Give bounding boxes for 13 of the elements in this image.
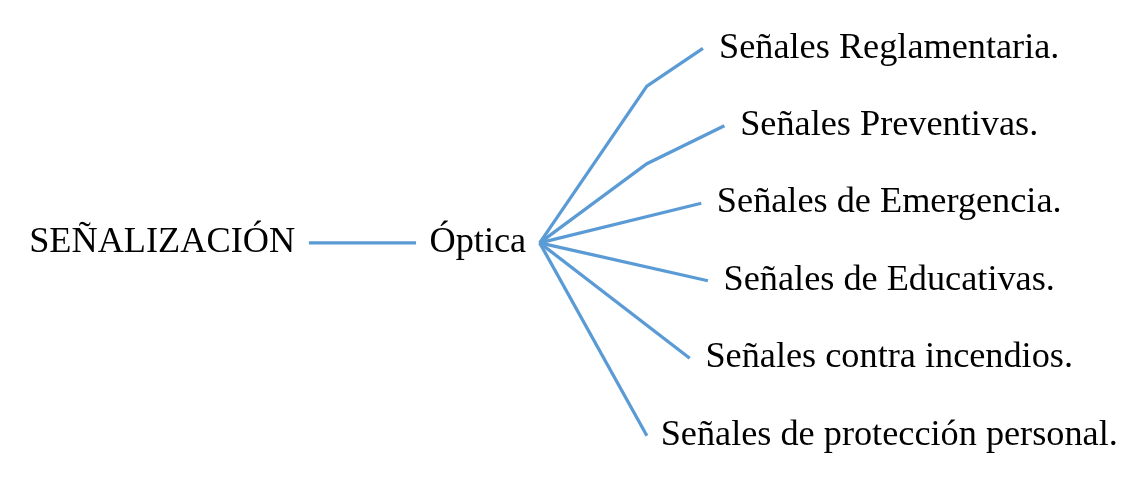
- connector: [538, 241, 691, 360]
- node-text: Señales de Educativas.: [723, 257, 1055, 298]
- node-text: Señales Preventivas.: [740, 103, 1039, 143]
- connector: [538, 46, 704, 244]
- node-text: SEÑALIZACIÓN: [29, 220, 296, 261]
- node-text: Señales Reglamentaria.: [719, 25, 1060, 66]
- node-text: Señales de Emergencia.: [716, 180, 1062, 221]
- node-text: Óptica: [429, 220, 527, 261]
- connector: [308, 241, 417, 245]
- connector: [538, 124, 726, 245]
- node-text: Señales contra incendios.: [705, 335, 1074, 376]
- node-text: Señales de protección personal.: [660, 412, 1118, 453]
- connector: [538, 242, 649, 437]
